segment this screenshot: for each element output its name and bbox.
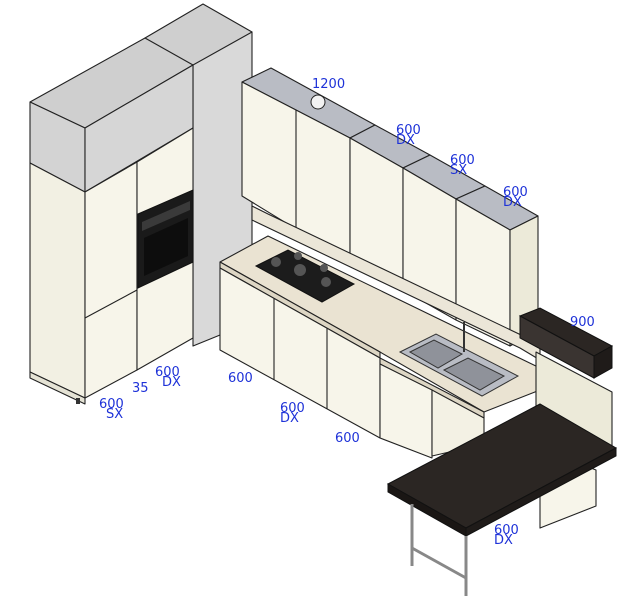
tall-cabinet-left (29, 162, 86, 399)
label-base-1-width: 600 (228, 371, 253, 386)
base-cabinet-run (219, 235, 613, 459)
label-island-side: DX (494, 533, 513, 548)
label-base-3-width: 600 (335, 431, 360, 446)
label-hood-width: 1200 (312, 77, 345, 92)
label-base-2-side: DX (280, 411, 299, 426)
label-tall-left-width: 600 (99, 397, 124, 412)
label-island-width: 600 (494, 523, 519, 538)
label-tall-oven-width: 600 (155, 365, 180, 380)
label-wall-1-width: 600 (396, 123, 421, 138)
label-wall-1-side: DX (396, 133, 415, 148)
tall-column-unit (29, 3, 253, 405)
label-base-2-width: 600 (280, 401, 305, 416)
label-tall-left-side: SX (106, 407, 123, 422)
label-gap: 35 (132, 381, 149, 396)
double-sink (398, 322, 520, 397)
label-shelf-width: 900 (570, 315, 595, 330)
wall-cabinet-row (241, 67, 539, 347)
label-tall-oven-side: DX (162, 375, 181, 390)
dimension-labels: 600 SX 35 600 DX 1200 600 DX 600 SX 600 … (99, 77, 595, 548)
label-wall-3-side: DX (503, 195, 522, 210)
gas-hob (254, 249, 356, 303)
label-wall-2-side: SX (450, 163, 467, 178)
open-wall-shelf (518, 307, 614, 379)
label-wall-3-width: 600 (503, 185, 528, 200)
island-table (386, 403, 618, 596)
label-wall-2-width: 600 (450, 153, 475, 168)
